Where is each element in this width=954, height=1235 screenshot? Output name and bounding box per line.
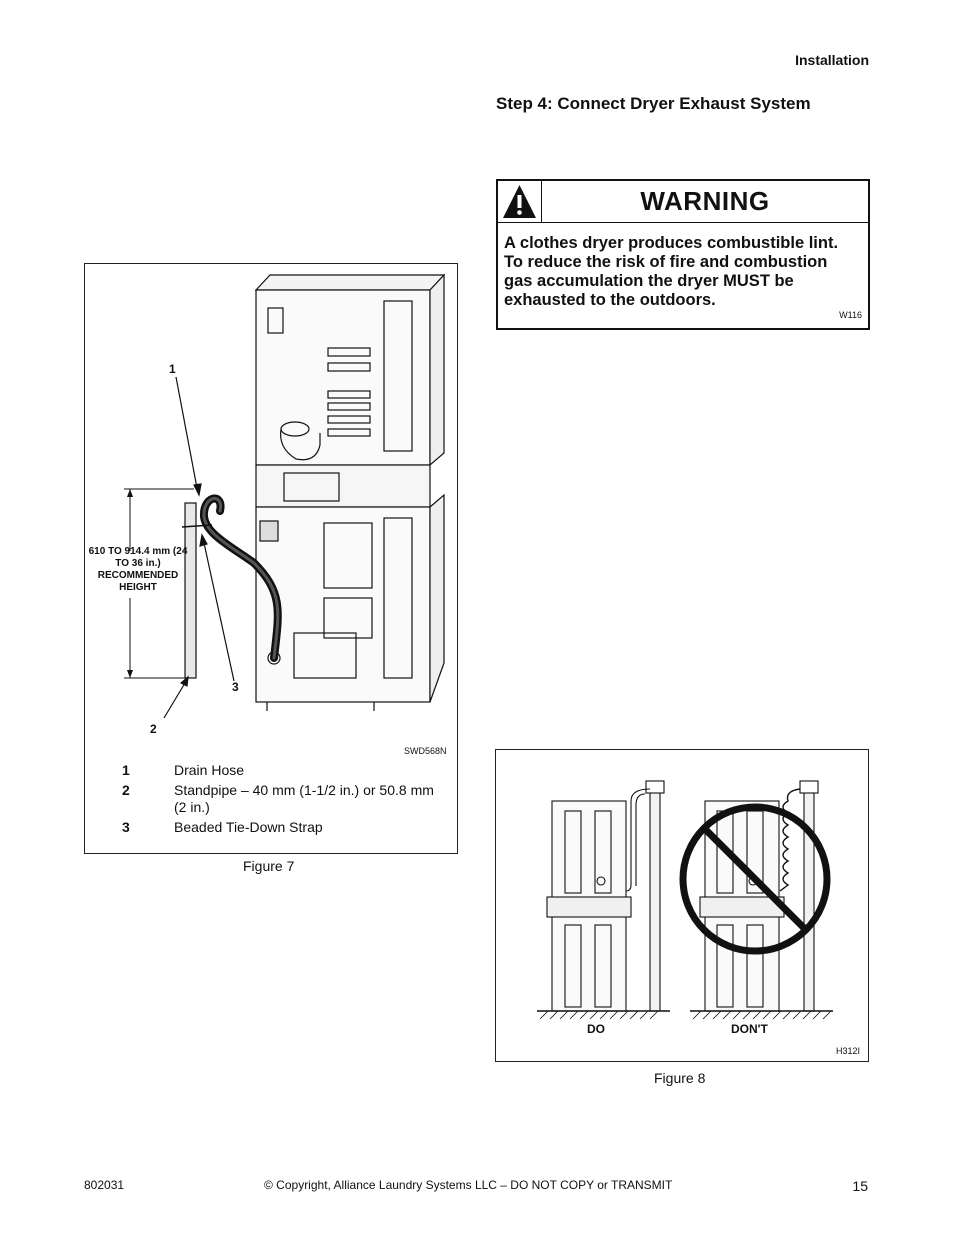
figure-8-box [495,749,869,1062]
figure-8-illustration [537,780,833,1020]
do-label: DO [587,1022,605,1036]
page-number: 15 [852,1178,868,1194]
figure-7-box [84,263,458,854]
warning-box: WARNING A clothes dryer produces combust… [496,179,870,330]
warning-text: A clothes dryer produces combustible lin… [504,234,839,309]
callout-2: 2 [150,722,157,736]
dont-label: DON'T [731,1022,768,1036]
doc-number: 802031 [84,1178,125,1192]
section-header: Installation [795,52,869,68]
step-title: Step 4: Connect Dryer Exhaust System [496,94,811,113]
figure-8-code: H312I [836,1046,861,1056]
callout-1: 1 [169,362,176,376]
warning-header: WARNING [498,181,868,223]
warning-title: WARNING [640,186,770,216]
figure-8-caption: Figure 8 [654,1070,706,1086]
warning-icon-cell [498,181,542,222]
legend-item: 2 Standpipe – 40 mm (1-1/2 in.) or 50.8 … [122,782,434,815]
figure-7-code: SWD568N [404,746,447,756]
legend-item: 3 Beaded Tie-Down Strap [122,819,323,835]
warning-code: W116 [839,310,862,320]
figure-7-illustration [124,273,446,719]
warning-triangle-icon [503,185,536,218]
legend-item: 1 Drain Hose [122,762,245,778]
callout-3: 3 [232,680,239,694]
height-label: 610 TO 914.4 mm (24 TO 36 in.) RECOMMEND… [88,546,188,593]
figure-7-caption: Figure 7 [243,858,295,874]
prohibition-icon [679,803,831,955]
copyright: © Copyright, Alliance Laundry Systems LL… [264,1178,673,1192]
figure-7-legend: 1 Drain Hose 2 Standpipe – 40 mm (1-1/2 … [122,762,447,839]
